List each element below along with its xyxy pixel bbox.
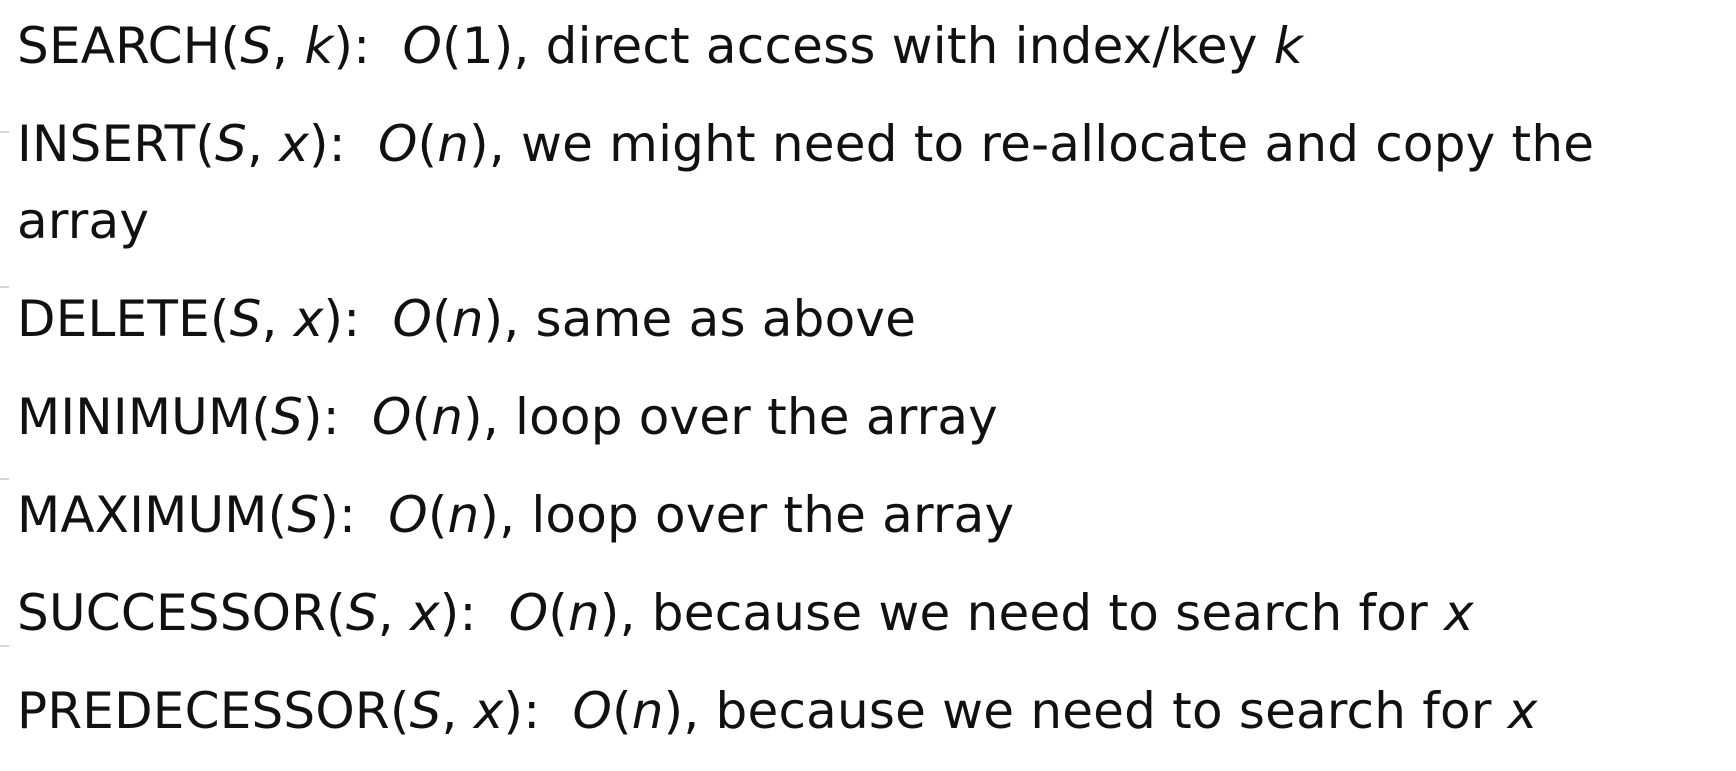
complexity-value: n (631, 682, 664, 740)
operation-search: SEARCH(S, k): O(1), direct access with i… (17, 17, 1303, 75)
operation-description: , we might need to re-allocate and copy … (17, 115, 1595, 250)
operation-description: , because we need to search for (619, 584, 1444, 642)
margin-tick (0, 286, 9, 288)
operation-arg: S (229, 290, 262, 348)
operation-maximum: MAXIMUM(S): O(n), loop over the array (17, 486, 1015, 544)
operation-description: , loop over the array (499, 486, 1015, 544)
operation-description: , loop over the array (482, 388, 998, 446)
trailing-variable: k (1273, 17, 1303, 75)
operation-description: , same as above (503, 290, 917, 348)
operation-predecessor: PREDECESSOR(S, x): O(n), because we need… (17, 682, 1538, 740)
margin-tick (0, 645, 9, 647)
complexity-value: n (568, 584, 600, 642)
operation-arg: k (304, 17, 334, 75)
operation-delete: DELETE(S, x): O(n), same as above (17, 290, 917, 348)
margin-tick (0, 131, 9, 133)
complexity-value: n (447, 486, 480, 544)
operation-name: INSERT (17, 115, 196, 173)
operation-arg: S (215, 115, 247, 173)
operation-arg: S (409, 682, 442, 740)
complexity-value: n (437, 115, 470, 173)
trailing-variable: x (1443, 584, 1474, 642)
operation-arg: x (409, 584, 440, 642)
operation-name: SEARCH (17, 17, 221, 75)
operation-complexity-list: SEARCH(S, k): O(1), direct access with i… (17, 8, 1717, 771)
operation-arg: x (279, 115, 309, 173)
operation-minimum: MINIMUM(S): O(n), loop over the array (17, 388, 998, 446)
complexity-value: n (451, 290, 484, 348)
operation-description: , because we need to search for (683, 682, 1508, 740)
operation-arg: S (240, 17, 273, 75)
operation-insert: INSERT(S, x): O(n), we might need to re-… (17, 115, 1595, 250)
operation-description: , direct access with index/key (513, 17, 1274, 75)
complexity-value: 1 (461, 17, 494, 75)
operation-arg: S (345, 584, 378, 642)
operation-arg: S (271, 388, 303, 446)
operation-arg: x (473, 682, 504, 740)
operation-name: SUCCESSOR (17, 584, 327, 642)
operation-name: DELETE (17, 290, 210, 348)
operation-name: MAXIMUM (17, 486, 268, 544)
operation-name: PREDECESSOR (17, 682, 390, 740)
trailing-variable: x (1507, 682, 1538, 740)
complexity-value: n (431, 388, 464, 446)
operation-successor: SUCCESSOR(S, x): O(n), because we need t… (17, 584, 1474, 642)
operation-name: MINIMUM (17, 388, 252, 446)
margin-tick (0, 478, 9, 480)
operation-arg: x (293, 290, 324, 348)
operation-arg: S (287, 486, 320, 544)
